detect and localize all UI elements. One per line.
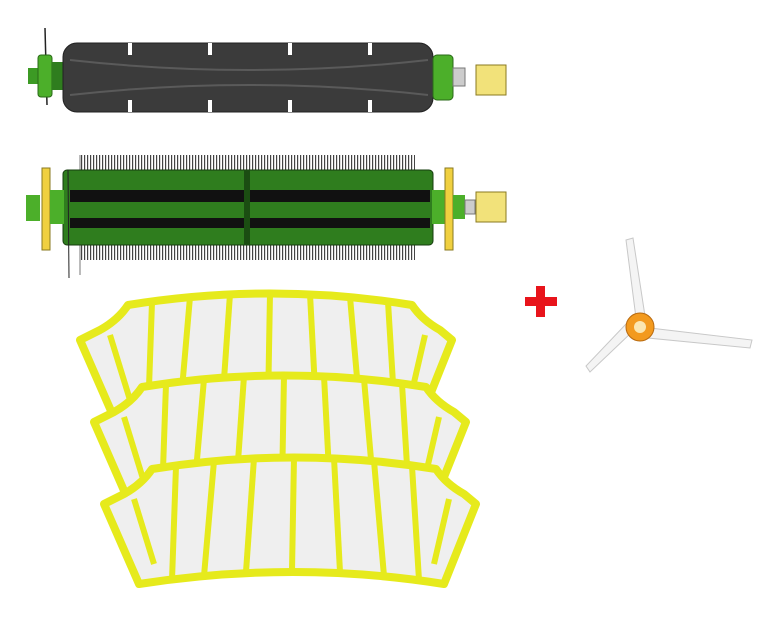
bristle-brush [26,155,507,279]
side-brush [585,237,753,373]
filter-3 [104,457,476,584]
filters [80,293,476,584]
rubber-beater-brush [28,27,507,113]
plus-icon [525,286,557,317]
